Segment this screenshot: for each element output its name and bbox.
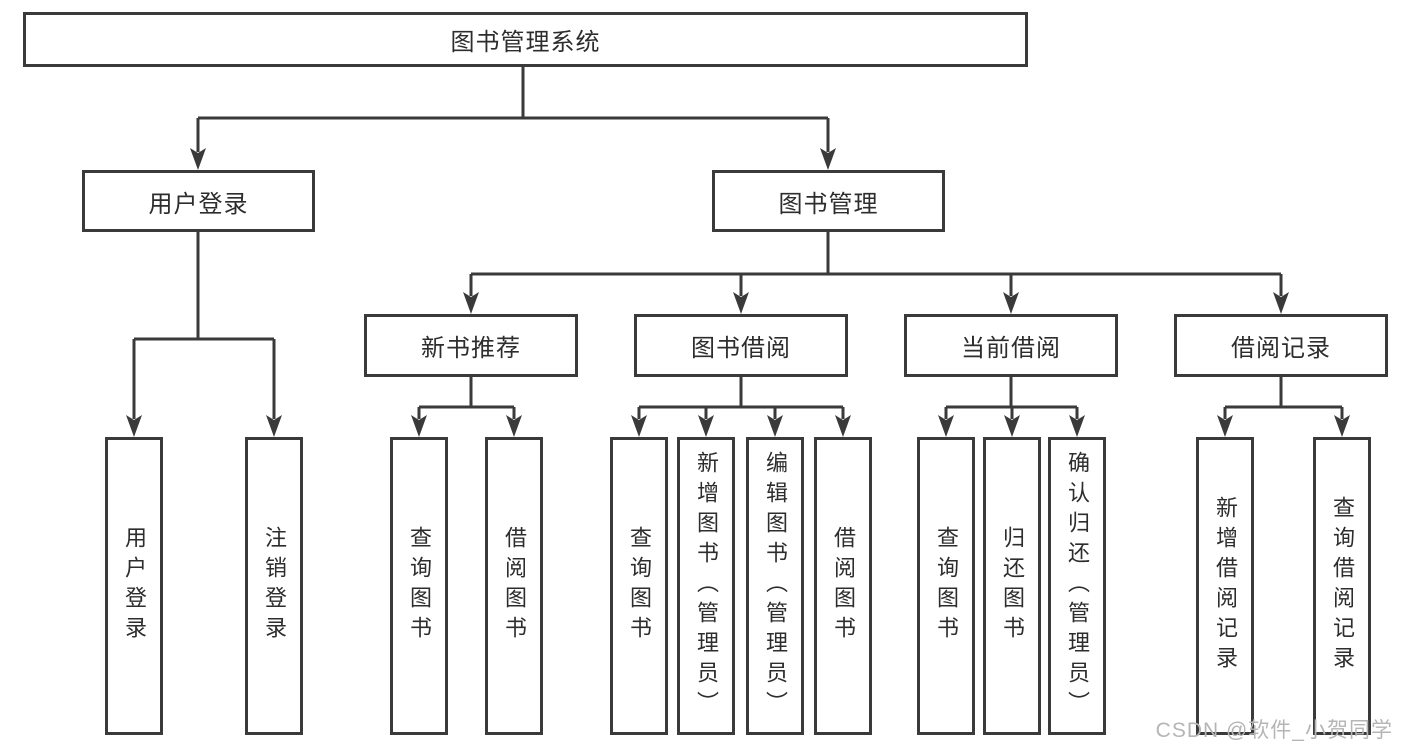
node-book-management: 图书管理 [712, 170, 945, 232]
arrowheads [126, 148, 1350, 437]
leaf-borrow-books-borrowing-label: 借阅图书 [831, 526, 856, 646]
leaf-borrow-books-recommend: 借阅图书 [485, 437, 543, 735]
leaf-add-books-admin: 新增图书（管理员） [677, 437, 735, 735]
node-current-borrowing: 当前借阅 [904, 314, 1118, 377]
node-library-system: 图书管理系统 [23, 12, 1028, 67]
node-borrowing-records-label: 借阅记录 [1231, 335, 1331, 362]
leaf-query-books-borrowing-label: 查询图书 [627, 526, 652, 646]
leaf-add-books-admin-label: 新增图书（管理员） [694, 451, 719, 721]
leaf-borrow-books-borrowing: 借阅图书 [814, 437, 872, 735]
leaf-return-books-label: 归还图书 [1000, 526, 1025, 646]
node-new-book-recommendation-label: 新书推荐 [421, 335, 521, 362]
leaf-logout-login: 注销登录 [245, 437, 303, 735]
leaf-query-books-recommend-label: 查询图书 [407, 526, 432, 646]
node-new-book-recommendation: 新书推荐 [364, 314, 578, 377]
leaf-return-books: 归还图书 [983, 437, 1041, 735]
leaf-query-books-recommend: 查询图书 [390, 437, 448, 735]
leaf-borrow-books-recommend-label: 借阅图书 [502, 526, 527, 646]
leaf-confirm-return-admin-label: 确认归还（管理员） [1065, 451, 1090, 721]
leaf-query-books-borrowing: 查询图书 [610, 437, 668, 735]
leaf-edit-books-admin-label: 编辑图书（管理员） [763, 451, 788, 721]
leaf-user-login: 用户登录 [105, 437, 163, 735]
leaf-query-books-current: 查询图书 [917, 437, 975, 735]
watermark: CSDN @软件_小贺同学 [1155, 719, 1393, 742]
node-book-borrowing-label: 图书借阅 [691, 335, 791, 362]
leaf-edit-books-admin: 编辑图书（管理员） [746, 437, 804, 735]
leaf-add-borrow-record-label: 新增借阅记录 [1213, 496, 1238, 676]
leaf-confirm-return-admin: 确认归还（管理员） [1048, 437, 1106, 735]
node-borrowing-records: 借阅记录 [1174, 314, 1388, 377]
leaf-query-books-current-label: 查询图书 [934, 526, 959, 646]
node-user-login-label: 用户登录 [148, 190, 249, 218]
leaf-query-borrow-record: 查询借阅记录 [1313, 437, 1371, 735]
node-book-management-label: 图书管理 [778, 190, 879, 218]
leaf-query-borrow-record-label: 查询借阅记录 [1330, 496, 1355, 676]
node-book-borrowing: 图书借阅 [634, 314, 848, 377]
node-library-system-label: 图书管理系统 [450, 29, 601, 56]
leaf-logout-login-label: 注销登录 [262, 526, 287, 646]
node-user-login: 用户登录 [82, 170, 315, 232]
leaf-add-borrow-record: 新增借阅记录 [1196, 437, 1254, 735]
leaf-user-login-label: 用户登录 [122, 526, 147, 646]
node-current-borrowing-label: 当前借阅 [961, 335, 1061, 362]
